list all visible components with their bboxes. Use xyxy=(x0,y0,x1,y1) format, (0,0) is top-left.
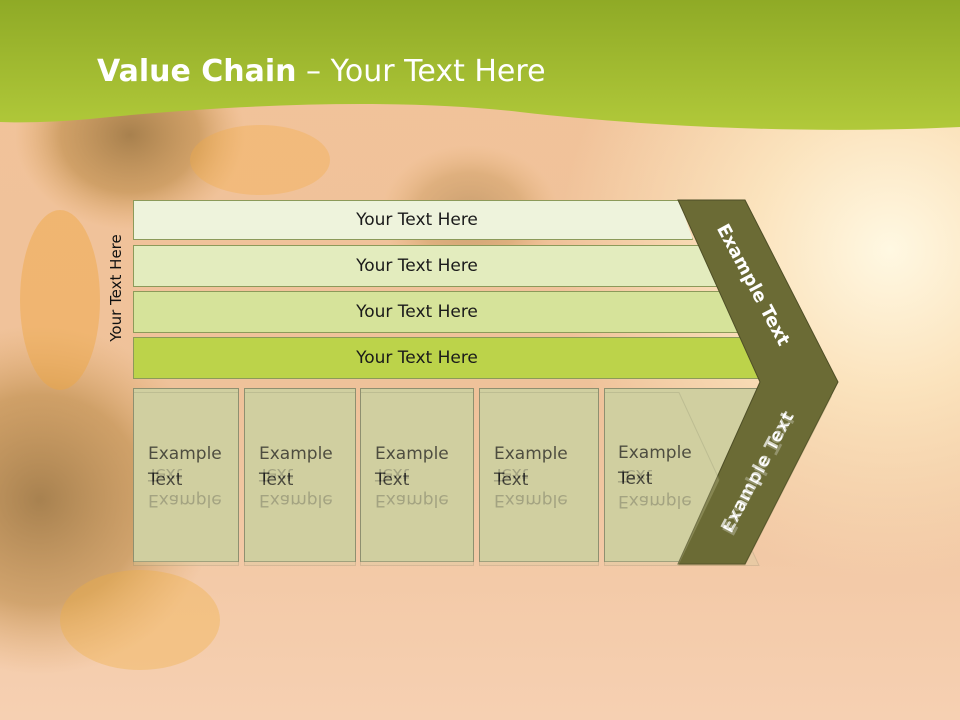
box-4-label: Example Text xyxy=(494,444,568,490)
row-4: Your Text Here xyxy=(133,337,765,379)
title-bold: Value Chain xyxy=(97,54,297,89)
row-3: Your Text Here xyxy=(133,291,741,333)
row-1: Your Text Here xyxy=(133,200,693,240)
box-2-label: Example Text xyxy=(259,444,333,490)
row-2-label: Your Text Here xyxy=(356,256,478,276)
box-5-label: Example Text xyxy=(618,443,692,489)
box-3: Example Text xyxy=(360,388,474,562)
row-3-label: Your Text Here xyxy=(356,302,478,322)
box-4: Example Text xyxy=(479,388,599,562)
box-5: Example Text xyxy=(604,388,760,562)
title-rest: – Your Text Here xyxy=(296,54,546,89)
box-3-label: Example Text xyxy=(375,444,449,490)
row-2: Your Text Here xyxy=(133,245,719,287)
row-1-label: Your Text Here xyxy=(356,210,478,230)
box-2: Example Text xyxy=(244,388,356,562)
row-4-label: Your Text Here xyxy=(356,348,478,368)
header-band xyxy=(0,0,960,130)
box-1-label: Example Text xyxy=(148,444,222,490)
page-title: Value Chain – Your Text Here xyxy=(97,54,546,89)
box-1: Example Text xyxy=(133,388,239,562)
